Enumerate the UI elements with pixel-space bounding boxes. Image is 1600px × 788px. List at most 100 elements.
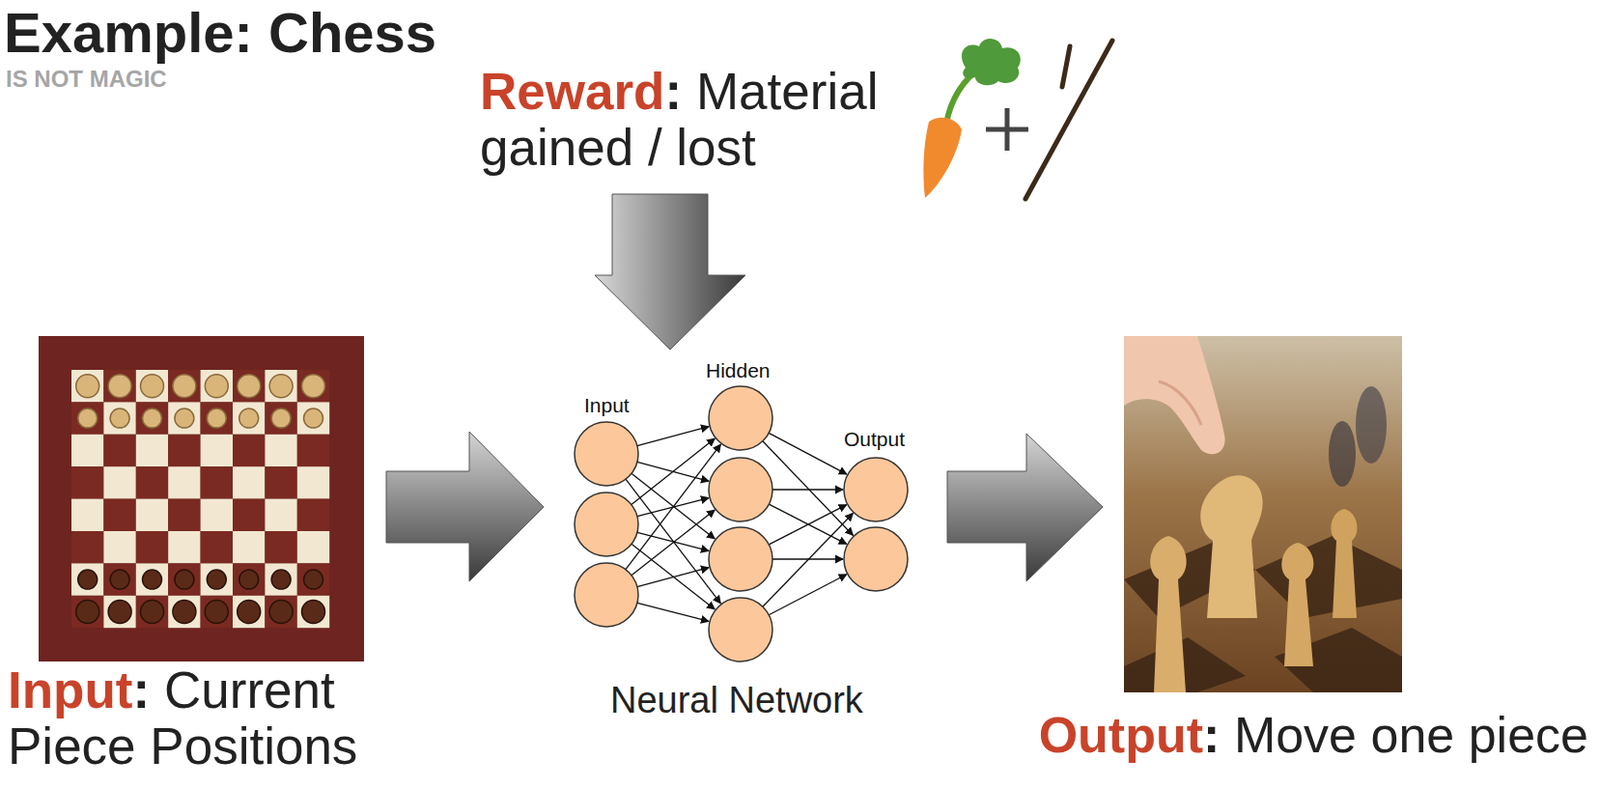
board-square [264,434,297,467]
board-square [200,401,233,434]
carrot-leaves [961,38,1021,85]
blurred-piece [1355,386,1387,464]
board-square [297,562,330,595]
network-link [762,441,854,536]
board-square [136,466,169,499]
chess-piece [271,408,291,428]
board-square [232,531,265,563]
slide-title: Example: Chess [3,0,437,65]
neuron [574,421,639,486]
flow-arrow [386,431,544,582]
board-square [264,466,297,499]
board-frame [38,336,365,662]
board-square [168,369,200,402]
chess-piece [271,569,291,590]
board-square [168,401,200,434]
neuron [574,562,639,627]
network-link [637,532,709,551]
neuron [708,386,773,450]
board-square [136,562,169,595]
board-square [103,562,136,595]
network-link [637,567,709,588]
caption-keyword: Input [7,661,134,719]
board-square [297,531,330,563]
chess-piece [174,569,195,590]
network-link [631,509,715,576]
caption-keyword: Output [1038,706,1204,763]
board-square [232,499,265,532]
chess-piece [204,600,228,624]
caption-colon: : [1203,706,1220,763]
chess-piece [239,569,259,590]
layer-label: Output [843,427,905,451]
board-square [71,401,104,434]
chess-piece [206,569,226,590]
board-square [297,466,330,499]
board-square [297,595,330,628]
carrot-and-stick [923,38,1113,199]
board-square [136,401,169,434]
chess-piece [76,374,100,398]
chess-piece [174,408,195,428]
network-link [768,504,846,544]
board-square [264,562,297,595]
board-square [168,466,200,499]
pawn [1330,508,1357,618]
hand [1123,336,1226,454]
network-link [762,512,853,607]
chess-piece [140,374,165,398]
chess-piece [302,374,326,398]
board-square [297,369,330,402]
chess-piece [78,408,98,428]
chess-piece [172,374,197,398]
neuron [843,527,908,591]
board-square [297,401,330,434]
pawn [1150,535,1186,693]
board-square [200,531,233,563]
board-square [232,562,265,595]
network-link [631,543,715,610]
board-square [136,369,169,402]
board-square [200,562,233,595]
network-link [772,488,843,490]
chess-piece [304,408,324,428]
layer-label: Input [584,393,630,418]
board-square [136,531,169,563]
board-square [168,595,200,628]
blurred-piece [1328,421,1356,487]
board-square [200,369,233,402]
chess-piece [142,569,163,590]
flow-arrow [947,433,1103,582]
board-square [71,499,104,532]
board-square [136,595,169,628]
chess-piece [302,600,326,624]
board-square [264,531,297,563]
board-square [103,595,136,628]
board-square [200,466,233,499]
board-square [168,562,200,595]
network-link [637,602,709,621]
chess-piece [108,600,132,624]
reward-caption: Reward:Material gained / lost [479,63,905,177]
board-square [103,531,136,563]
board-square [103,369,136,402]
board-square [71,562,104,595]
neuron [708,457,773,522]
board-square [297,499,330,532]
network-caption: Neural Network [610,679,864,722]
carrot-body [923,117,962,198]
chess-piece [237,600,261,624]
finger [1158,381,1202,425]
network-link [768,432,847,475]
board-square [71,369,104,402]
neuron [574,492,639,557]
board-square [200,499,233,532]
chess-piece [78,569,98,590]
chess-board-photo [38,336,365,662]
chess-piece [172,600,197,624]
chess-piece [140,600,165,624]
board-square [71,595,104,628]
network-link [631,438,715,505]
board-square [103,401,136,434]
chess-piece [239,408,259,428]
